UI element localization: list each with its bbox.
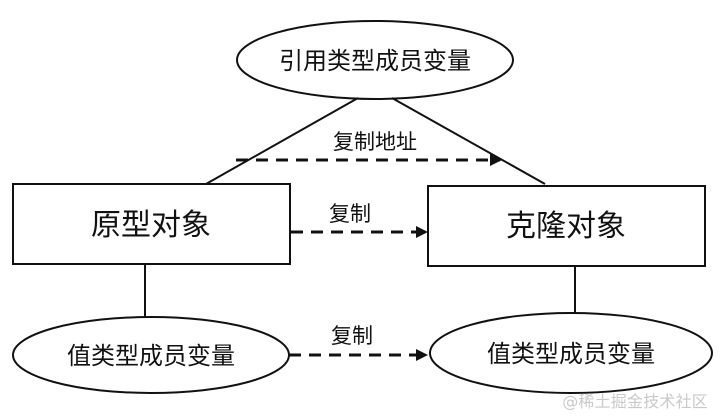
value-member-left-label: 值类型成员变量 [67, 342, 235, 370]
reference-link-clone [391, 97, 546, 185]
reference-member-node [236, 20, 514, 100]
prototype-label: 原型对象 [91, 208, 211, 243]
copy-value-label: 复制 [331, 324, 373, 348]
copy-address-label: 复制地址 [333, 130, 417, 154]
prototype-node [12, 183, 291, 265]
clone-node [427, 185, 706, 267]
reference-link-prototype [205, 97, 359, 185]
value-member-right-label: 值类型成员变量 [487, 340, 655, 368]
reference-member-label: 引用类型成员变量 [279, 47, 471, 75]
copy-object-label: 复制 [329, 202, 371, 226]
value-member-right-node [429, 312, 713, 394]
watermark-text: @稀土掘金技术社区 [562, 392, 708, 411]
clone-label: 克隆对象 [506, 209, 626, 244]
